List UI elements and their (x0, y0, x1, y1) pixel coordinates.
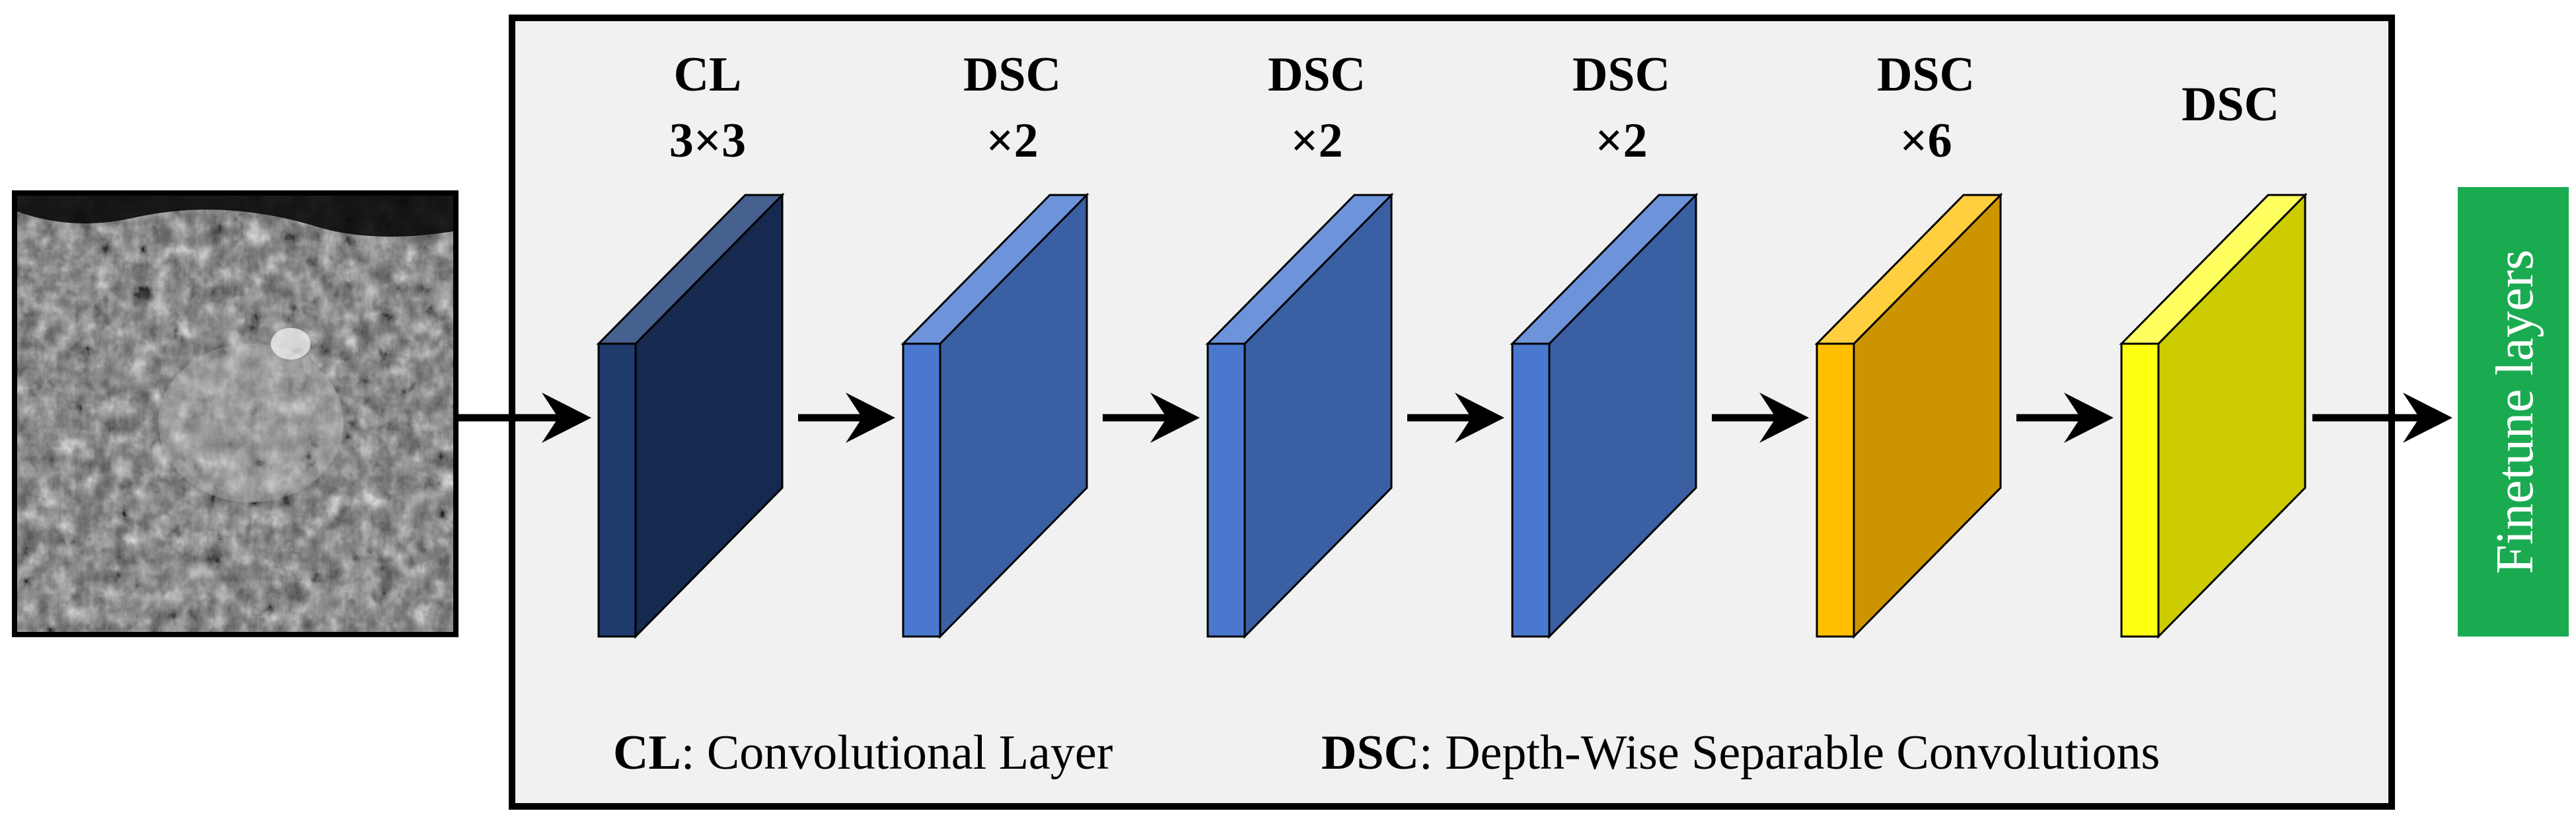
arrow-3 (1103, 393, 1200, 443)
layer-label-1-line1: CL (674, 48, 742, 102)
layer-label-5-line1: DSC (1877, 48, 1975, 102)
layer-block-6 (2119, 192, 2308, 639)
layer-face-front (902, 342, 941, 638)
network-panel (509, 15, 2395, 810)
layer-face-front (1511, 342, 1551, 638)
legend-dsc-desc: : Depth-Wise Separable Convolutions (1419, 726, 2160, 780)
layer-block-3 (1205, 192, 1394, 639)
layer-face-front (597, 342, 637, 638)
input-micrograph (12, 190, 459, 637)
legend-cl-desc: : Convolutional Layer (681, 726, 1113, 780)
finetune-layers-box (2458, 187, 2569, 637)
layer-label-4-line2: ×2 (1595, 114, 1647, 168)
layer-block-5 (1814, 192, 2003, 639)
layer-block-4 (1510, 192, 1699, 639)
arrow-5 (1712, 393, 1809, 443)
layer-block-2 (901, 192, 1089, 639)
layer-block-1 (596, 192, 785, 639)
layer-label-2-line1: DSC (963, 48, 1061, 102)
layer-face-front (1206, 342, 1246, 638)
layer-label-5-line2: ×6 (1899, 114, 1952, 168)
layer-face-front (1816, 342, 1855, 638)
layer-label-4-line1: DSC (1572, 48, 1670, 102)
arrow-6 (2016, 393, 2114, 443)
layer-label-2-line2: ×2 (986, 114, 1038, 168)
layer-label-3-line2: ×2 (1290, 114, 1343, 168)
layer-label-6-line1: DSC (2182, 77, 2279, 132)
legend-cl: CL: Convolutional Layer (613, 726, 1113, 780)
layer-label-1-line2: 3×3 (669, 114, 746, 168)
layer-label-3-line1: DSC (1268, 48, 1366, 102)
legend-dsc: DSC: Depth-Wise Separable Convolutions (1321, 726, 2160, 780)
arrow-1 (456, 393, 591, 443)
legend-dsc-key: DSC (1321, 726, 1419, 780)
layer-face-front (2120, 342, 2160, 638)
arrow-2 (798, 393, 895, 443)
arrow-4 (1407, 393, 1504, 443)
arrow-7 (2312, 393, 2452, 443)
finetune-layers-label: Finetune layers (2486, 250, 2544, 574)
flow-arrows (456, 393, 2452, 443)
legend-cl-key: CL (613, 726, 681, 780)
